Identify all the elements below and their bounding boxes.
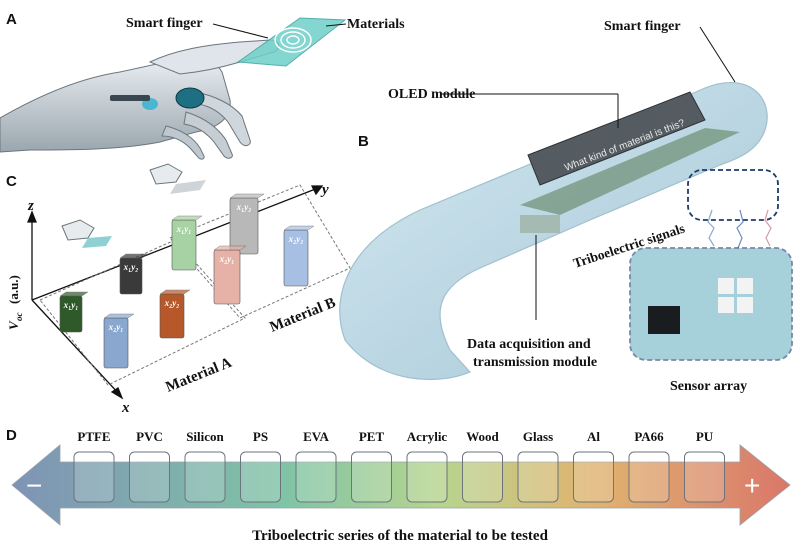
bar-label: x₂y₂ — [288, 234, 304, 244]
material-item: PS — [240, 429, 281, 503]
bar-8: x₂y₂ — [283, 225, 315, 287]
label-b-daq-line2: transmission module — [473, 355, 597, 370]
panel-label-c: C — [6, 173, 17, 190]
bar-label: x₁y₂ — [236, 202, 252, 212]
bar-3: x₂y₁ — [103, 313, 135, 369]
material-b-region — [169, 184, 351, 319]
minus-sign: − — [26, 470, 42, 501]
label-b-oled: OLED module — [388, 87, 476, 102]
material-item: Al — [573, 429, 614, 503]
bar-label: x₁y₁ — [63, 300, 79, 310]
label-b-daq-line1: Data acquisition and — [467, 337, 591, 352]
bar-7: x₂y₁ — [213, 245, 247, 305]
panel-label-a: A — [6, 11, 17, 28]
material-item: Glass — [517, 429, 559, 503]
material-label: PU — [696, 429, 714, 444]
signal-lines — [707, 209, 772, 249]
material-label: Silicon — [186, 429, 224, 444]
material-item: PVC — [129, 429, 170, 503]
series-caption: Triboelectric series of the material to … — [252, 528, 549, 544]
material-item: Wood — [462, 429, 503, 503]
bar-label: x₂y₂ — [164, 298, 180, 308]
mini-hand-icon-2 — [149, 163, 206, 194]
material-label: Acrylic — [407, 429, 448, 444]
panel-c-bars: x₁y₁ x₁y₂ x₂y₁ x₂y₂ x₁y₁ x₁y₂ x₂y₁ x₂y₂ — [59, 193, 315, 369]
axis-y-label: y — [320, 182, 329, 198]
material-label: PTFE — [77, 429, 110, 444]
mini-hand-icon-1 — [61, 219, 112, 248]
sensor-zoom-box-top — [687, 169, 779, 221]
svg-text:oc: oc — [14, 313, 24, 322]
material-boxes: PTFE PVC Silicon PS EVA PET Acrylic Wood Glass Al… — [73, 429, 725, 503]
material-label: Glass — [523, 429, 553, 444]
material-label: EVA — [303, 429, 329, 444]
material-item: PET — [351, 429, 392, 503]
plus-sign: + — [744, 470, 760, 501]
axis-v-label: V oc (a.u.) — [6, 275, 24, 330]
bar-label: x₁y₂ — [123, 262, 139, 272]
bar-2: x₁y₂ — [119, 253, 149, 295]
smart-finger-body — [339, 82, 768, 381]
bar-6: x₁y₂ — [229, 193, 265, 255]
material-label: PET — [359, 429, 385, 444]
material-a-region — [39, 239, 246, 386]
label-a-materials: Materials — [347, 17, 405, 32]
bar-label: x₂y₁ — [219, 254, 235, 264]
triboelectric-arrow — [11, 444, 791, 526]
bar-label: x₂y₁ — [108, 322, 124, 332]
material-item: Acrylic — [406, 429, 448, 503]
material-item: PTFE — [73, 429, 115, 503]
label-a-smart-finger: Smart finger — [126, 16, 203, 31]
axis-x-label: x — [121, 400, 130, 416]
panel-label-b: B — [358, 133, 369, 150]
material-label: PS — [253, 429, 268, 444]
material-item: PU — [684, 429, 725, 503]
material-item: EVA — [295, 429, 337, 503]
robot-hand-illustration — [0, 39, 280, 160]
panel-label-d: D — [6, 427, 17, 444]
bar-5: x₁y₁ — [171, 215, 203, 271]
label-b-sensor: Sensor array — [670, 379, 747, 394]
material-label: PVC — [136, 429, 163, 444]
axis-z-label: z — [27, 198, 34, 214]
material-label: Wood — [466, 429, 499, 444]
material-item: PA66 — [628, 429, 670, 503]
oled-module — [527, 91, 706, 186]
label-material-a: Material A — [164, 355, 235, 396]
bar-label: x₁y₁ — [176, 224, 192, 234]
svg-text:V: V — [6, 320, 21, 330]
touch-ripples — [274, 27, 312, 53]
sensor-array — [629, 247, 793, 361]
svg-text:(a.u.): (a.u.) — [6, 275, 21, 304]
bar-1: x₁y₁ — [59, 291, 89, 333]
material-label: PA66 — [634, 429, 664, 444]
material-label: Al — [587, 429, 600, 444]
bar-4: x₂y₂ — [159, 289, 191, 339]
label-b-smart-finger: Smart finger — [604, 19, 681, 34]
material-item: Silicon — [184, 429, 226, 503]
